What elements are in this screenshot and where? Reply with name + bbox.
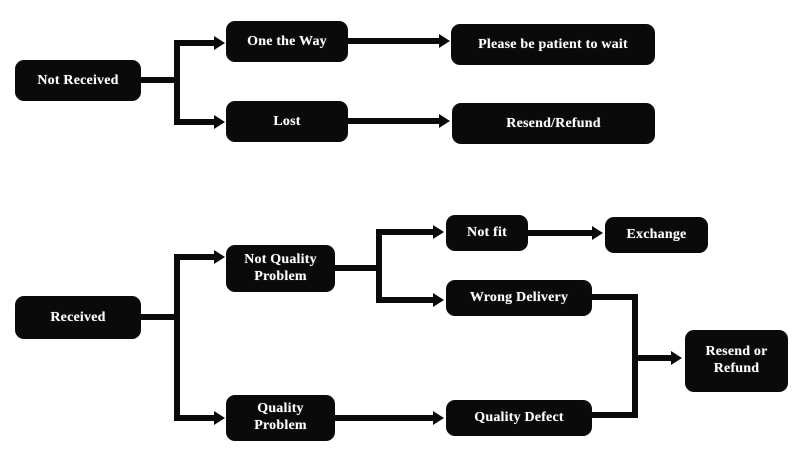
connector-to-wrong-delivery [376, 297, 434, 303]
node-quality-defect[interactable]: Quality Defect [446, 400, 592, 436]
node-not-quality-problem-label-line2: Problem [254, 268, 307, 284]
arrowhead-to-exchange [592, 226, 603, 240]
arrowhead-to-resend-refund [439, 114, 450, 128]
node-one-the-way-label: One the Way [247, 33, 327, 49]
node-received-label: Received [50, 309, 106, 325]
connector-not-received-splitter [174, 40, 180, 125]
node-resend-or-refund-label-line1: Resend or [705, 344, 768, 360]
node-exchange-label: Exchange [626, 227, 687, 243]
node-not-quality-problem[interactable]: Not Quality Problem [226, 245, 335, 292]
node-not-received[interactable]: Not Received [15, 60, 141, 101]
node-not-fit-label: Not fit [467, 225, 507, 241]
node-resend-refund[interactable]: Resend/Refund [452, 103, 655, 144]
node-not-quality-problem-label-line1: Not Quality [244, 251, 317, 267]
connector-one-the-way-to-please-wait [348, 38, 441, 44]
node-wrong-delivery[interactable]: Wrong Delivery [446, 280, 592, 316]
arrowhead-to-quality-problem [214, 411, 225, 425]
node-received[interactable]: Received [15, 296, 141, 339]
connector-lost-to-resend-refund [348, 118, 441, 124]
connector-not-quality-sub-splitter [376, 229, 382, 303]
arrowhead-to-one-the-way [214, 36, 225, 50]
node-resend-or-refund[interactable]: Resend or Refund [685, 330, 788, 392]
node-quality-problem-text: Quality Problem [254, 401, 306, 434]
node-exchange[interactable]: Exchange [605, 217, 708, 253]
node-lost-label: Lost [273, 113, 301, 129]
node-quality-problem-label-line1: Quality [257, 401, 304, 417]
connector-not-received-stem [141, 77, 179, 83]
node-please-be-patient-to-wait-label: Please be patient to wait [478, 36, 628, 52]
node-resend-or-refund-text: Resend or Refund [705, 344, 767, 377]
node-wrong-delivery-label: Wrong Delivery [469, 290, 569, 306]
node-lost[interactable]: Lost [226, 101, 348, 142]
node-not-quality-problem-text: Not Quality Problem [244, 252, 317, 285]
node-quality-problem[interactable]: Quality Problem [226, 395, 335, 441]
connector-received-splitter [174, 254, 180, 421]
connector-wrong-delivery-merge-stub [590, 294, 638, 300]
arrowhead-to-not-fit [433, 225, 444, 239]
connector-to-lost [174, 119, 216, 125]
connector-merge-to-resend-or-refund [632, 355, 673, 361]
node-resend-refund-label: Resend/Refund [506, 115, 601, 131]
connector-to-not-quality-problem [174, 254, 216, 260]
node-not-fit[interactable]: Not fit [446, 215, 528, 251]
connector-not-fit-to-exchange [528, 230, 594, 236]
node-not-received-label: Not Received [37, 72, 119, 88]
arrowhead-to-resend-or-refund [671, 351, 682, 365]
node-resend-or-refund-label-line2: Refund [713, 361, 760, 376]
arrowhead-to-lost [214, 115, 225, 129]
arrowhead-to-wrong-delivery [433, 293, 444, 307]
connector-received-stem [141, 314, 179, 320]
node-one-the-way[interactable]: One the Way [226, 21, 348, 62]
node-quality-problem-label-line2: Problem [254, 418, 307, 433]
node-please-be-patient-to-wait[interactable]: Please be patient to wait [451, 24, 655, 65]
node-quality-defect-label: Quality Defect [474, 410, 564, 426]
connector-quality-defect-merge-stub [590, 412, 638, 418]
connector-to-one-the-way [174, 40, 216, 46]
arrowhead-to-please-wait [439, 34, 450, 48]
connector-to-quality-problem [174, 415, 216, 421]
connector-to-not-fit [376, 229, 434, 235]
arrowhead-to-not-quality-problem [214, 250, 225, 264]
connector-quality-problem-to-quality-defect [335, 415, 434, 421]
arrowhead-to-quality-defect [433, 411, 444, 425]
connector-not-quality-problem-stem [335, 265, 379, 271]
